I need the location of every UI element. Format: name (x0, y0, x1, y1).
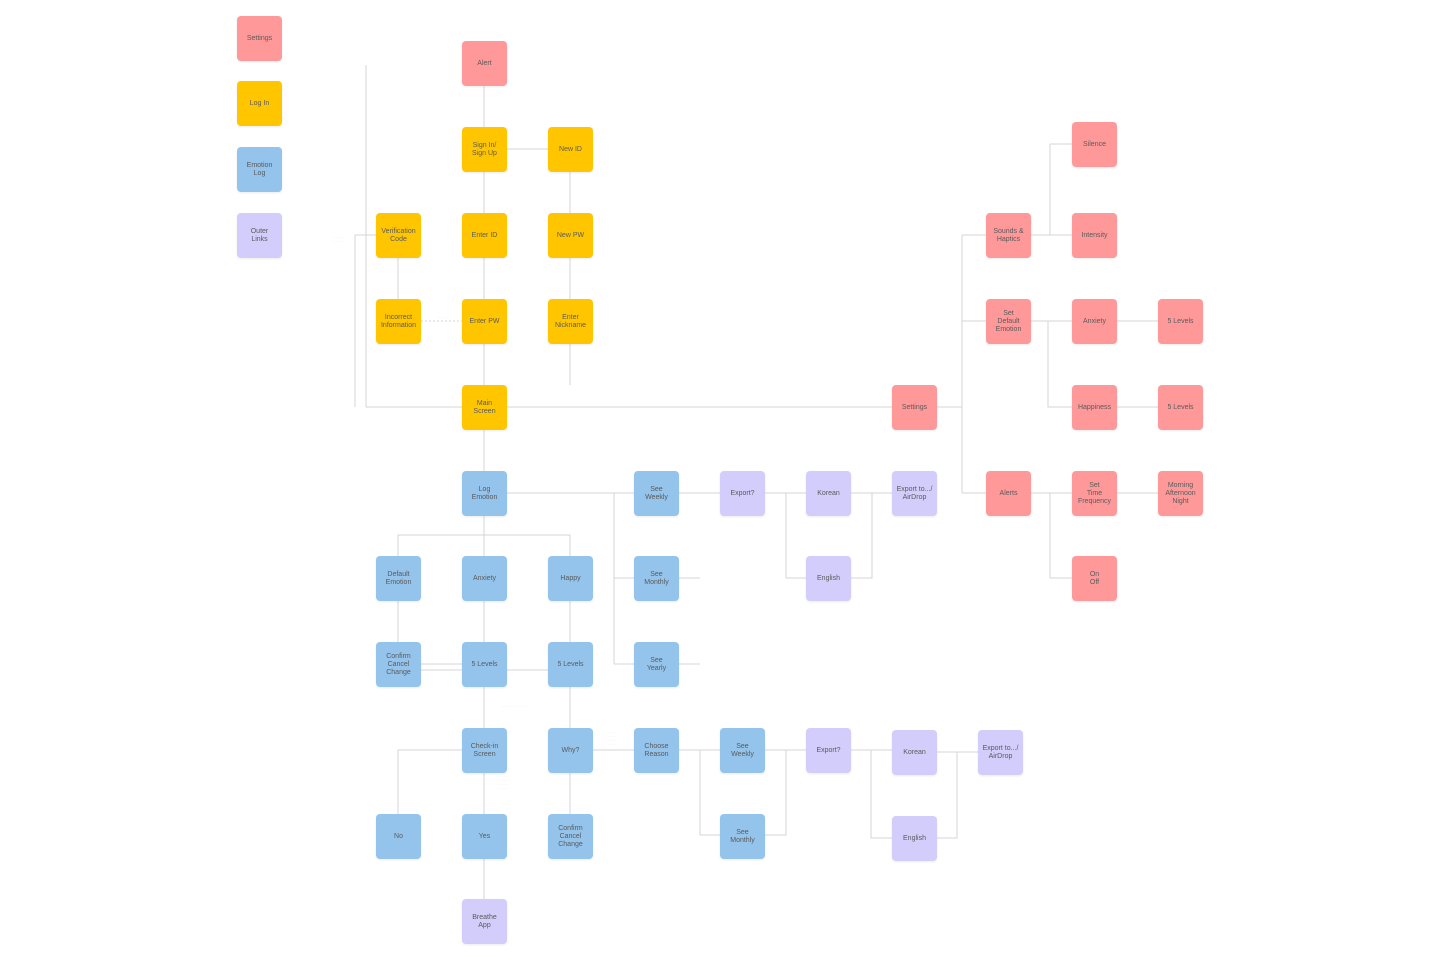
connector-group-settings (507, 143, 1158, 579)
node-export-to-airdrop-2[interactable]: Export to.../ AirDrop (978, 730, 1023, 775)
node-choose-reason[interactable]: Choose Reason (634, 728, 679, 773)
node-english[interactable]: English (806, 556, 851, 601)
node-export[interactable]: Export? (720, 471, 765, 516)
annotation-note: · · · · · · · · · · · · · · · · · · · · … (497, 774, 509, 790)
node-korean-2[interactable]: Korean (892, 730, 937, 775)
node-export-2[interactable]: Export? (806, 728, 851, 773)
node-log-emotion[interactable]: Log Emotion (462, 471, 507, 516)
node-default-emotion[interactable]: Default Emotion (376, 556, 421, 601)
legend-settings[interactable]: Settings (237, 16, 282, 61)
connector-group-login (354, 65, 571, 408)
node-why[interactable]: Why? (548, 728, 593, 773)
node-set-default-emotion[interactable]: Set Default Emotion (986, 299, 1031, 344)
annotation-note: · · · · · · · · · · · · · · · · · · · · … (605, 730, 617, 746)
node-no[interactable]: No (376, 814, 421, 859)
node-see-yearly[interactable]: See Yearly (634, 642, 679, 687)
node-anxiety-5-levels[interactable]: 5 Levels (462, 642, 507, 687)
node-set-time-frequency[interactable]: Set Time Frequency (1072, 471, 1117, 516)
node-happy-5-levels[interactable]: 5 Levels (548, 642, 593, 687)
node-enter-pw[interactable]: Enter PW (462, 299, 507, 344)
node-see-weekly-2[interactable]: See Weekly (720, 728, 765, 773)
node-new-id[interactable]: New ID (548, 127, 593, 172)
legend-emotion-log[interactable]: Emotion Log (237, 147, 282, 192)
node-enter-nickname[interactable]: Enter Nickname (548, 299, 593, 344)
node-incorrect-information[interactable]: Incorrect Information (376, 299, 421, 344)
legend-outer-links[interactable]: Outer Links (237, 213, 282, 258)
node-english-2[interactable]: English (892, 816, 937, 861)
node-happy[interactable]: Happy (548, 556, 593, 601)
connector-group-emotion-log (397, 430, 978, 899)
node-breathe-app[interactable]: Breathe App (462, 899, 507, 944)
node-export-to-airdrop[interactable]: Export to.../ AirDrop (892, 471, 937, 516)
node-korean[interactable]: Korean (806, 471, 851, 516)
node-silence[interactable]: Silence (1072, 122, 1117, 167)
legend-log-in[interactable]: Log In (237, 81, 282, 126)
node-morning-afternoon-night[interactable]: Morning Afternoon Night (1158, 471, 1203, 516)
node-confirm-cancel-change[interactable]: Confirm Cancel Change (376, 642, 421, 687)
annotation-note: · · · · · · · · · · · · · · (501, 704, 527, 708)
node-see-monthly[interactable]: See Monthly (634, 556, 679, 601)
node-verification-code[interactable]: Verification Code (376, 213, 421, 258)
node-alerts[interactable]: Alerts (986, 471, 1031, 516)
node-check-in-screen[interactable]: Check-in Screen (462, 728, 507, 773)
node-new-pw[interactable]: New PW (548, 213, 593, 258)
node-settings-anxiety-5-levels[interactable]: 5 Levels (1158, 299, 1203, 344)
annotation-note: · · · · · · · · · · · · · · (332, 235, 344, 243)
node-alert[interactable]: Alert (462, 41, 507, 86)
node-yes[interactable]: Yes (462, 814, 507, 859)
annotation-note: · · · · · · (436, 315, 448, 319)
node-settings-happiness-5-levels[interactable]: 5 Levels (1158, 385, 1203, 430)
node-confirm-cancel-change-2[interactable]: Confirm Cancel Change (548, 814, 593, 859)
node-see-weekly[interactable]: See Weekly (634, 471, 679, 516)
node-settings[interactable]: Settings (892, 385, 937, 430)
node-see-monthly-2[interactable]: See Monthly (720, 814, 765, 859)
node-anxiety[interactable]: Anxiety (462, 556, 507, 601)
node-settings-happiness[interactable]: Happiness (1072, 385, 1117, 430)
node-enter-id[interactable]: Enter ID (462, 213, 507, 258)
node-sign-in-sign-up[interactable]: Sign In/ Sign Up (462, 127, 507, 172)
node-intensity[interactable]: Intensity (1072, 213, 1117, 258)
node-sounds-haptics[interactable]: Sounds & Haptics (986, 213, 1031, 258)
node-on-off[interactable]: On Off (1072, 556, 1117, 601)
node-settings-anxiety[interactable]: Anxiety (1072, 299, 1117, 344)
node-main-screen[interactable]: Main Screen (462, 385, 507, 430)
